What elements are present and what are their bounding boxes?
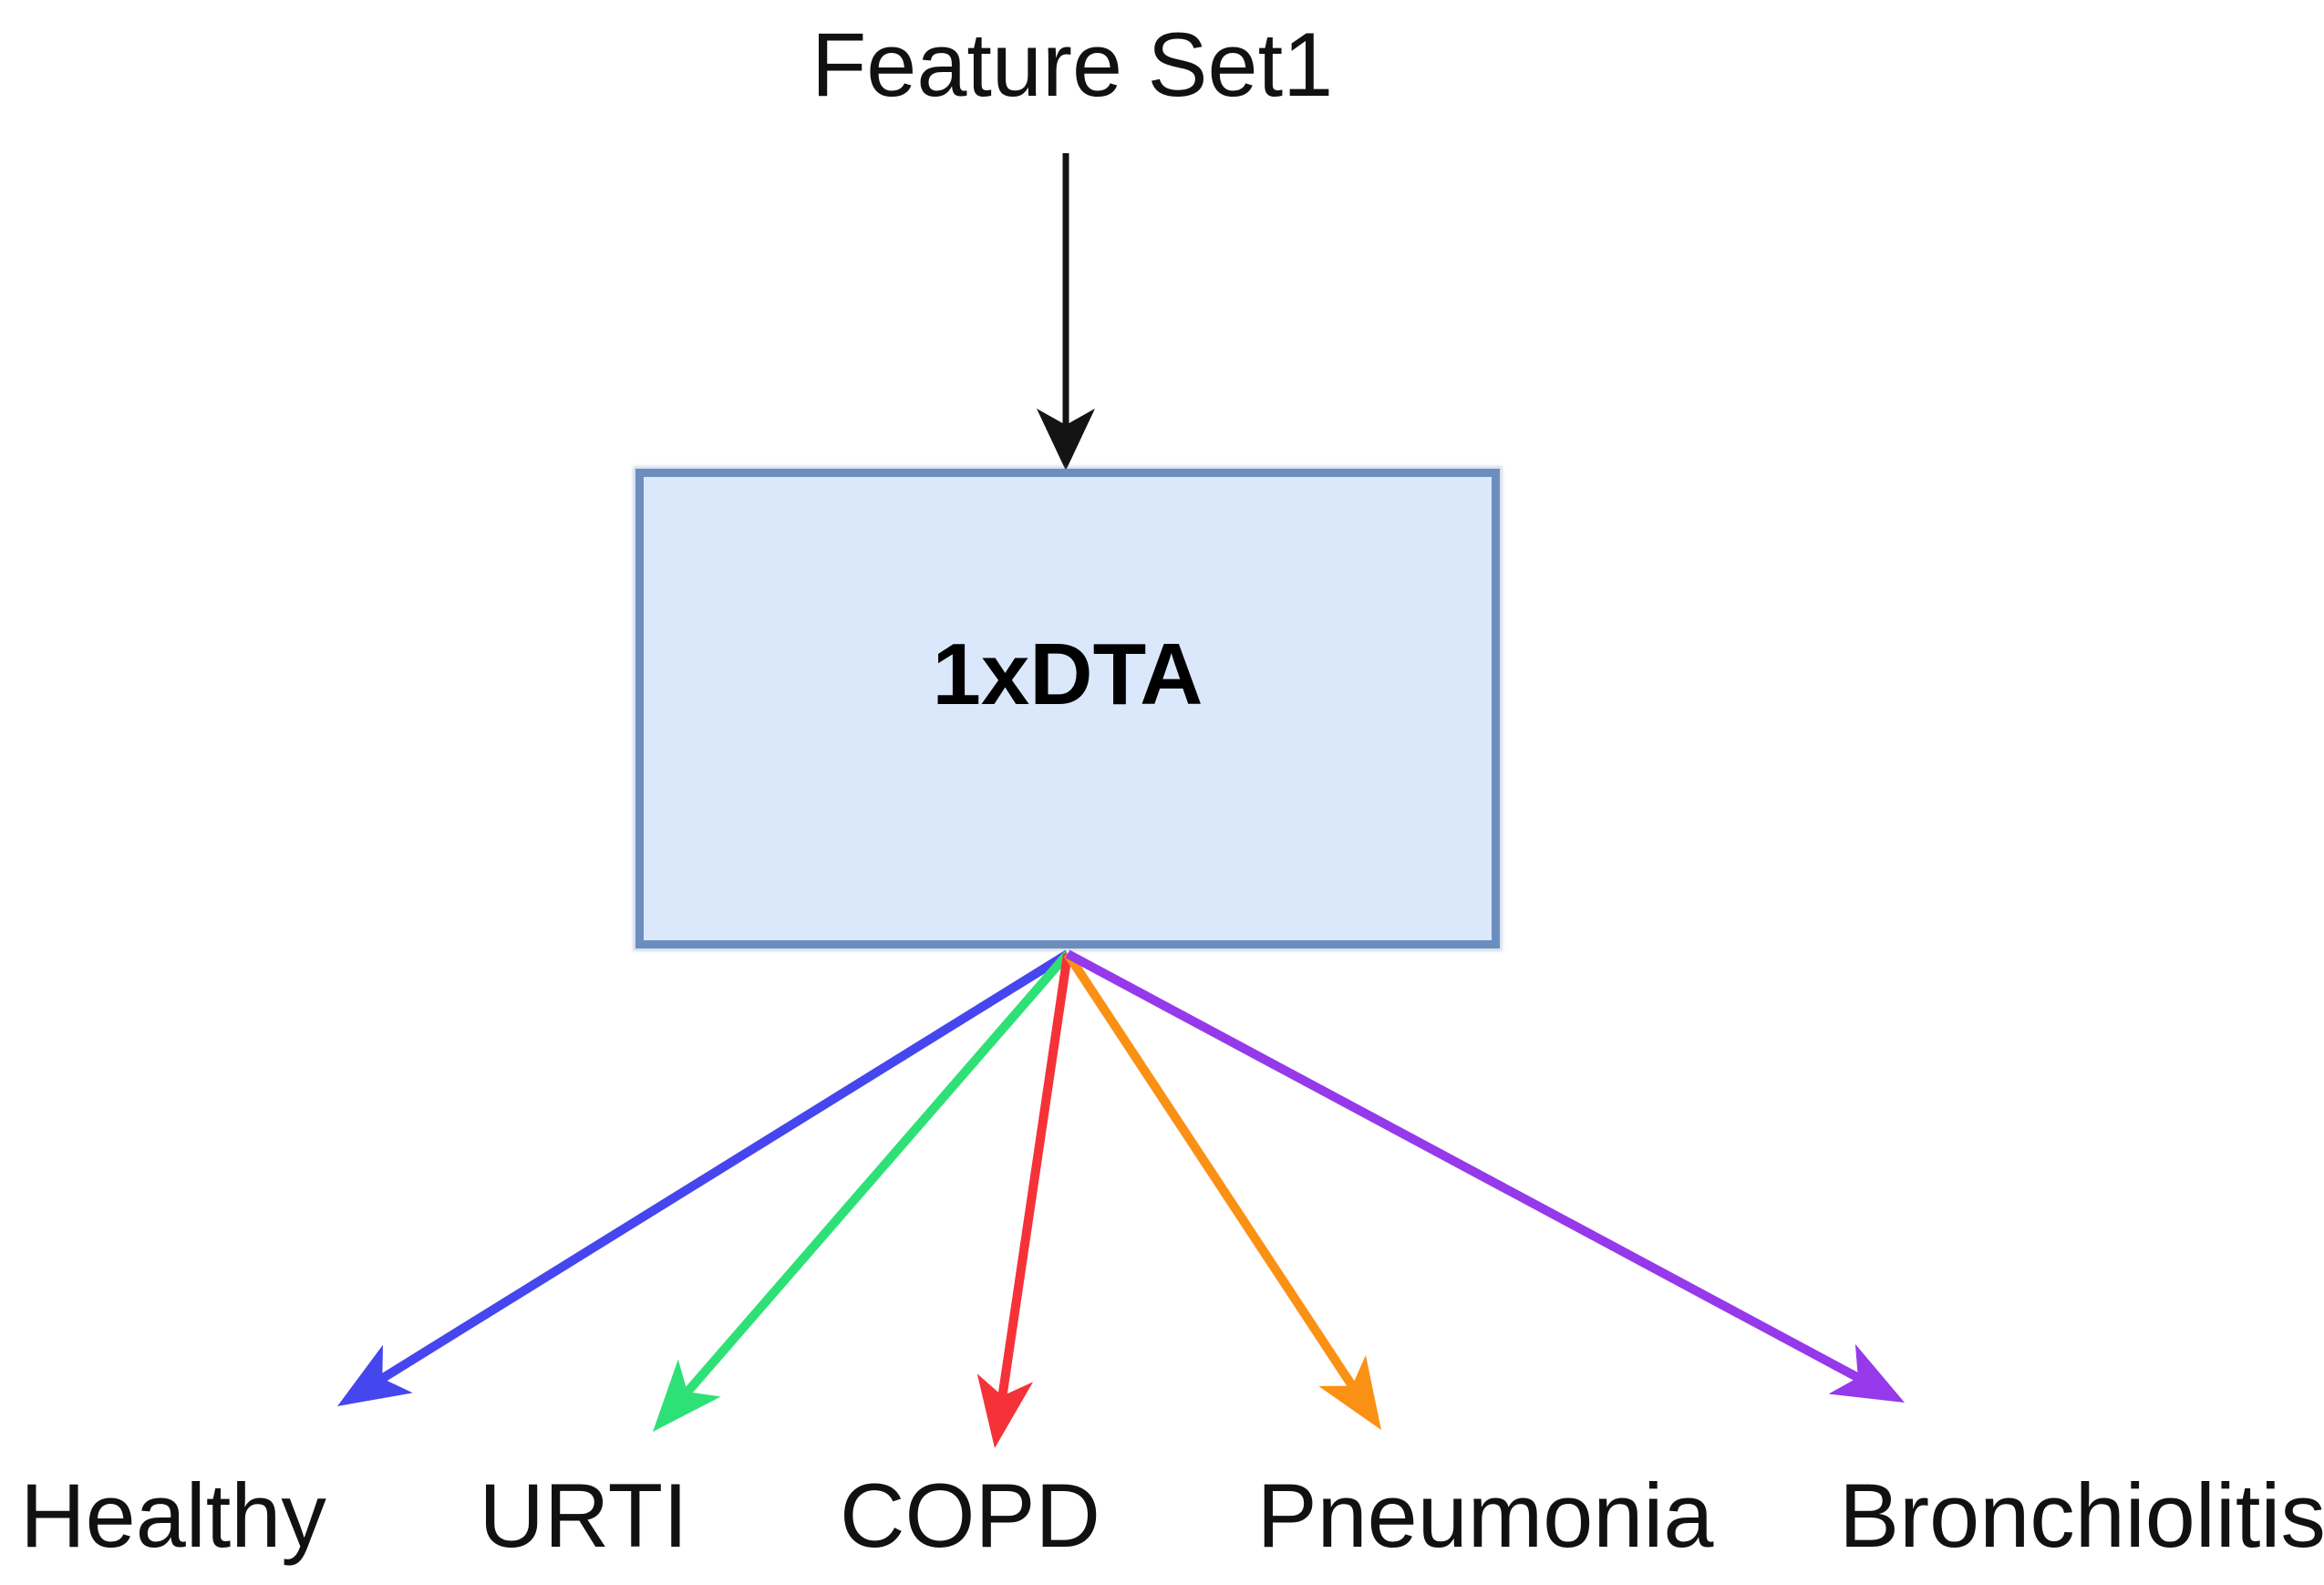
class-label-pneumonia: Pneumonia: [1256, 1465, 1714, 1566]
feature-set-label: Feature Set1: [811, 14, 1334, 115]
output-arrow-bronchiolitis: [1065, 949, 1906, 1404]
class-label-copd: COPD: [839, 1465, 1101, 1566]
class-label-healthy: Healthy: [20, 1465, 326, 1566]
class-label-urti: URTI: [479, 1465, 688, 1566]
output-arrow-copd: [976, 953, 1072, 1449]
class-label-bronchiolitis: Bronchiolitis: [1839, 1465, 2324, 1566]
dta-node: 1xDTA: [635, 469, 1500, 948]
output-arrow-pneumonia: [1063, 951, 1381, 1430]
output-arrow-healthy: [336, 949, 1070, 1407]
dta-node-label: 1xDTA: [932, 626, 1203, 723]
output-arrow-urti: [653, 950, 1071, 1433]
